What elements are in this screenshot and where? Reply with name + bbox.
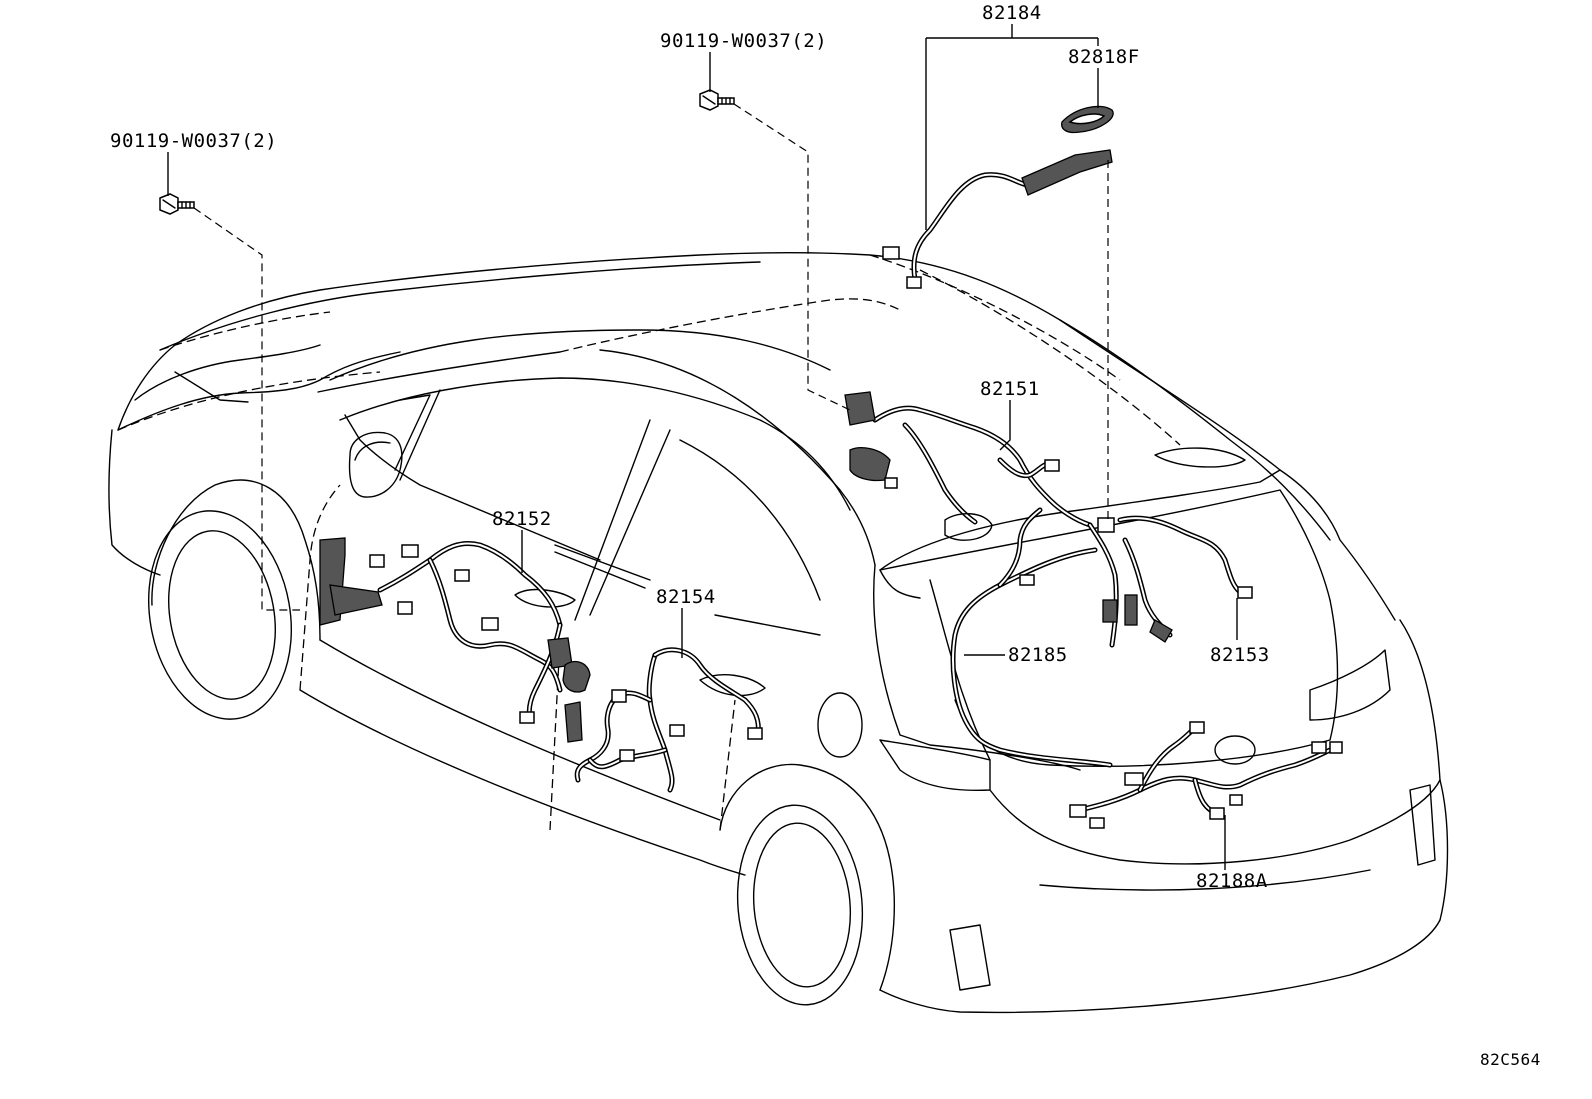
label-bolt-left: 90119-W0037(2) bbox=[110, 130, 278, 152]
label-82818F: 82818F bbox=[1068, 46, 1140, 68]
harness-82152 bbox=[319, 537, 573, 724]
leader-lines bbox=[167, 24, 1238, 870]
label-82152: 82152 bbox=[492, 508, 552, 530]
harness-82188A bbox=[1069, 721, 1343, 829]
car-body-outline bbox=[108, 252, 1449, 1014]
harness-82154 bbox=[562, 647, 763, 793]
label-82184: 82184 bbox=[982, 2, 1042, 24]
figure-code: 82C564 bbox=[1480, 1050, 1541, 1069]
bolt-left bbox=[159, 193, 195, 215]
label-82153: 82153 bbox=[1210, 644, 1270, 666]
harness-82185 bbox=[950, 507, 1113, 768]
label-bolt-top: 90119-W0037(2) bbox=[660, 30, 828, 52]
harness-82151 bbox=[844, 391, 1093, 541]
harness-82184 bbox=[882, 105, 1114, 289]
label-82185: 82185 bbox=[1008, 644, 1068, 666]
label-82188A: 82188A bbox=[1196, 870, 1268, 892]
label-82151: 82151 bbox=[980, 378, 1040, 400]
bolt-top bbox=[699, 89, 735, 111]
label-82154: 82154 bbox=[656, 586, 716, 608]
harness-82153 bbox=[1087, 515, 1253, 648]
